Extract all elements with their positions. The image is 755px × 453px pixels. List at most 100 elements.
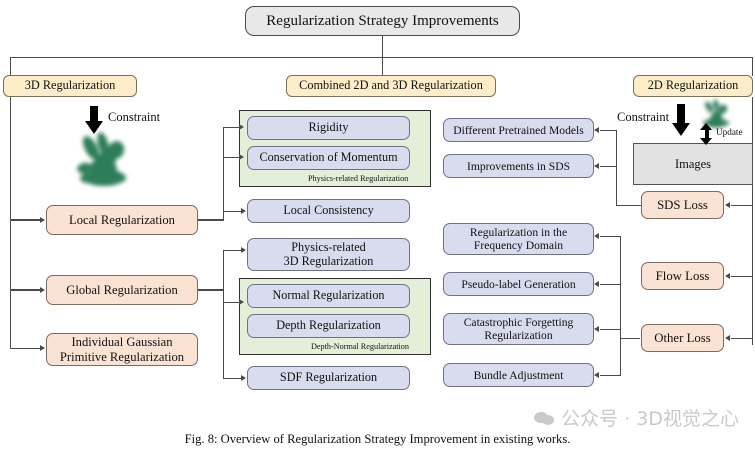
- node-normal-regularization[interactable]: Normal Regularization: [247, 284, 410, 308]
- node-flow-loss[interactable]: Flow Loss: [641, 262, 724, 290]
- node-local-regularization[interactable]: Local Regularization: [46, 205, 198, 235]
- branch-combined-regularization[interactable]: Combined 2D and 3D Regularization: [286, 75, 496, 97]
- right-spine-to-flow-loss: [731, 276, 753, 278]
- node-pseudo-label-generation-label: Pseudo-label Generation: [461, 277, 576, 291]
- node-global-regularization[interactable]: Global Regularization: [46, 275, 198, 305]
- otherloss-to-pseudolabel: [600, 284, 621, 286]
- node-catastrophic-forgetting-regularization[interactable]: Catastrophic Forgetting Regularization: [443, 313, 594, 345]
- node-catastrophic-line2: Regularization: [484, 329, 553, 342]
- arrow-to-sdf-regularization: [241, 375, 246, 382]
- node-local-consistency-label: Local Consistency: [283, 203, 374, 218]
- branch-3d-regularization[interactable]: 3D Regularization: [3, 75, 137, 97]
- node-depth-regularization-label: Depth Regularization: [276, 318, 381, 333]
- title-stem: [381, 36, 383, 58]
- watermark: 公众号 · 3D视觉之心: [534, 404, 739, 431]
- node-improvements-in-sds-label: Improvements in SDS: [466, 159, 571, 173]
- node-sdf-regularization[interactable]: SDF Regularization: [247, 366, 410, 390]
- figure-caption: Fig. 8: Overview of Regularization Strat…: [184, 432, 571, 446]
- constraint-label-right: Constraint: [617, 110, 670, 124]
- branch-2d-regularization[interactable]: 2D Regularization: [633, 75, 753, 97]
- global-to-sdf: [223, 378, 243, 380]
- images-box: Images: [633, 143, 753, 185]
- node-individual-gaussian-regularization[interactable]: Individual Gaussian Primitive Regulariza…: [46, 333, 198, 366]
- sds-loss-left-stub: [616, 205, 642, 207]
- node-sds-loss[interactable]: SDS Loss: [641, 191, 724, 219]
- drop-center: [381, 57, 383, 76]
- arrow-to-improvements-in-sds: [594, 163, 599, 170]
- left-spine-to-local: [10, 219, 41, 221]
- otherloss-to-frequency: [600, 236, 621, 238]
- node-sdf-regularization-label: SDF Regularization: [279, 370, 378, 385]
- otherloss-fanin-spine: [620, 236, 622, 376]
- constraint-label-left: Constraint: [108, 110, 161, 124]
- left-spine-to-global: [10, 289, 41, 291]
- arrow-to-flow-loss: [725, 273, 730, 280]
- node-conservation-of-momentum[interactable]: Conservation of Momentum: [247, 146, 410, 170]
- node-global-regularization-label: Global Regularization: [66, 282, 178, 297]
- gaussian-bunny-left: [58, 130, 158, 192]
- local-to-rigidity: [223, 127, 241, 129]
- branch-combined-label: Combined 2D and 3D Regularization: [299, 78, 483, 93]
- node-rigidity-label: Rigidity: [308, 120, 349, 135]
- node-bundle-adjustment-label: Bundle Adjustment: [473, 368, 564, 382]
- node-different-pretrained-models-label: Different Pretrained Models: [453, 123, 584, 137]
- local-out-stub: [198, 219, 224, 221]
- sds-fanin-to-pretrained: [600, 130, 617, 132]
- arrow-to-different-pretrained-models: [594, 127, 599, 134]
- node-local-consistency[interactable]: Local Consistency: [247, 199, 410, 223]
- arrow-to-rigidity: [239, 124, 244, 131]
- node-individual-gaussian-line1: Individual Gaussian: [71, 335, 173, 350]
- arrow-to-conservation-of-momentum: [239, 154, 244, 161]
- update-double-arrow: [700, 123, 713, 145]
- local-fan-spine: [223, 127, 225, 220]
- global-to-depthnormal: [223, 302, 241, 304]
- node-bundle-adjustment[interactable]: Bundle Adjustment: [443, 363, 594, 387]
- arrow-to-catastrophic-forgetting: [594, 326, 599, 333]
- node-other-loss[interactable]: Other Loss: [641, 324, 724, 352]
- node-depth-regularization[interactable]: Depth Regularization: [247, 314, 410, 338]
- right-spine-to-other-loss: [731, 338, 753, 340]
- arrow-to-pseudo-label-generation: [594, 281, 599, 288]
- arrow-to-sds-loss: [725, 202, 730, 209]
- arrow-to-other-loss: [725, 335, 730, 342]
- root-title-box: Regularization Strategy Improvements: [245, 6, 520, 36]
- node-conservation-of-momentum-label: Conservation of Momentum: [259, 150, 398, 165]
- global-fan-spine: [223, 250, 225, 378]
- arrow-to-depth-normal-group: [239, 299, 244, 306]
- node-sds-loss-label: SDS Loss: [657, 197, 708, 212]
- other-loss-left-stub: [620, 338, 640, 340]
- sds-fanin-spine: [616, 130, 618, 206]
- sds-fanin-to-sds: [600, 166, 617, 168]
- node-physics-related-3d-regularization[interactable]: Physics-related 3D Regularization: [247, 238, 410, 271]
- wechat-icon: [534, 409, 556, 426]
- local-to-momentum: [223, 157, 241, 159]
- node-catastrophic-line1: Catastrophic Forgetting: [463, 316, 574, 330]
- depth-normal-group-label: Depth-Normal Regularization: [311, 342, 409, 351]
- node-different-pretrained-models[interactable]: Different Pretrained Models: [443, 118, 594, 142]
- global-to-physics3d: [223, 250, 243, 252]
- node-rigidity[interactable]: Rigidity: [247, 116, 410, 140]
- constraint-arrow-right: [672, 104, 690, 137]
- branch-2d-label: 2D Regularization: [647, 78, 739, 93]
- node-flow-loss-label: Flow Loss: [655, 268, 710, 283]
- node-pseudo-label-generation[interactable]: Pseudo-label Generation: [443, 272, 594, 296]
- arrow-to-bundle-adjustment: [594, 372, 599, 379]
- update-label: Update: [716, 127, 743, 137]
- left-spine: [10, 97, 12, 348]
- node-improvements-in-sds[interactable]: Improvements in SDS: [443, 154, 594, 178]
- right-spine-to-sds-loss: [731, 205, 753, 207]
- arrow-to-regularization-frequency-domain: [594, 233, 599, 240]
- global-out-stub: [198, 289, 224, 291]
- otherloss-to-catastrophic: [600, 329, 621, 331]
- left-spine-to-individual: [10, 348, 41, 350]
- otherloss-to-bundle: [600, 375, 621, 377]
- arrow-to-individual-gaussian: [40, 345, 45, 352]
- images-box-label: Images: [674, 157, 712, 171]
- watermark-text: 公众号 · 3D视觉之心: [561, 408, 739, 430]
- local-to-consistency: [223, 211, 243, 213]
- right-spine: [752, 97, 754, 345]
- node-physics-3d-line2: 3D Regularization: [283, 253, 374, 268]
- node-regularization-frequency-domain[interactable]: Regularization in the Frequency Domain: [443, 223, 594, 255]
- constraint-arrow-left: [85, 106, 103, 134]
